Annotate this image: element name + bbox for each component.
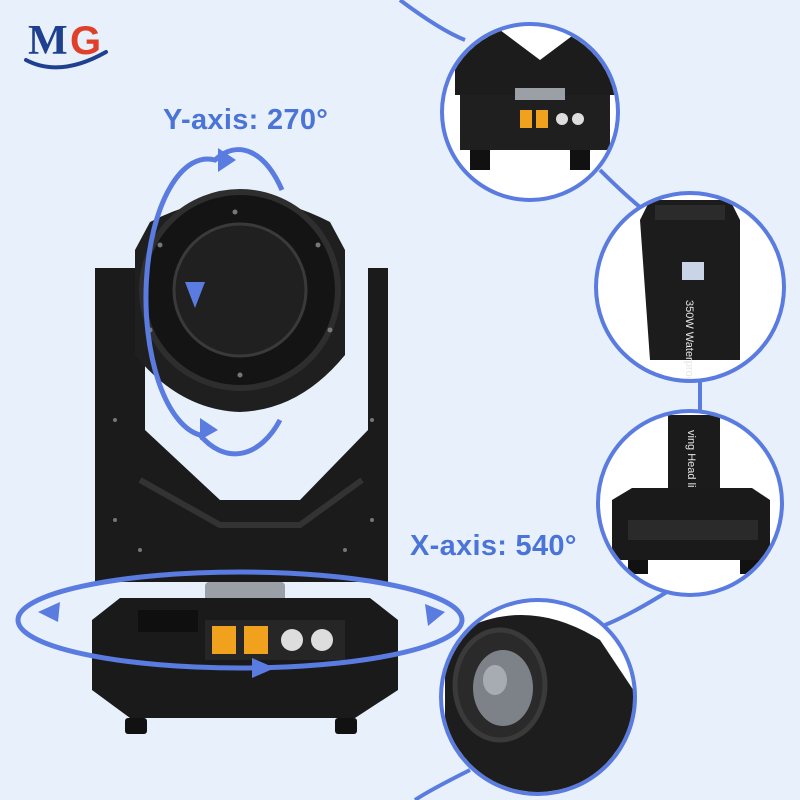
front-lens xyxy=(172,222,308,358)
pan-rotation-arrow xyxy=(15,569,465,671)
detail-rear-base: ving Head light xyxy=(596,409,784,597)
power-out-connector xyxy=(244,626,268,654)
detail-display-side: 350W Waterproof Moving H xyxy=(594,191,786,435)
x-axis-label: X-axis: 540° xyxy=(410,530,577,562)
detail-lens xyxy=(439,598,637,796)
logo-letter-g: G xyxy=(70,19,101,63)
brand-logo: M G xyxy=(24,18,108,70)
pan-arrow-head-right xyxy=(425,604,445,626)
moving-head-fixture xyxy=(92,189,398,734)
dmx-in-connector xyxy=(281,629,303,651)
logo-swoosh xyxy=(24,50,108,70)
lcd-display xyxy=(682,262,704,280)
tilt-arrow-head-top xyxy=(218,148,236,172)
pan-arrow-head-bottom xyxy=(252,658,275,678)
pan-arrow-head-left xyxy=(38,602,60,622)
dmx-out-connector xyxy=(311,629,333,651)
tilt-rotation-arrow xyxy=(143,147,285,457)
yoke xyxy=(95,268,388,582)
side-label-text: 350W Waterproof Moving H xyxy=(683,300,695,435)
logo-letter-m: M xyxy=(28,18,68,64)
tilt-arrow-head-bottom xyxy=(200,418,218,440)
y-axis-label: Y-axis: 270° xyxy=(163,104,329,136)
power-in-connector xyxy=(212,626,236,654)
detail-top-yoke xyxy=(440,22,620,202)
tilt-arrow-head-mid xyxy=(185,282,205,308)
side-label-text-2: ving Head light xyxy=(685,430,697,503)
